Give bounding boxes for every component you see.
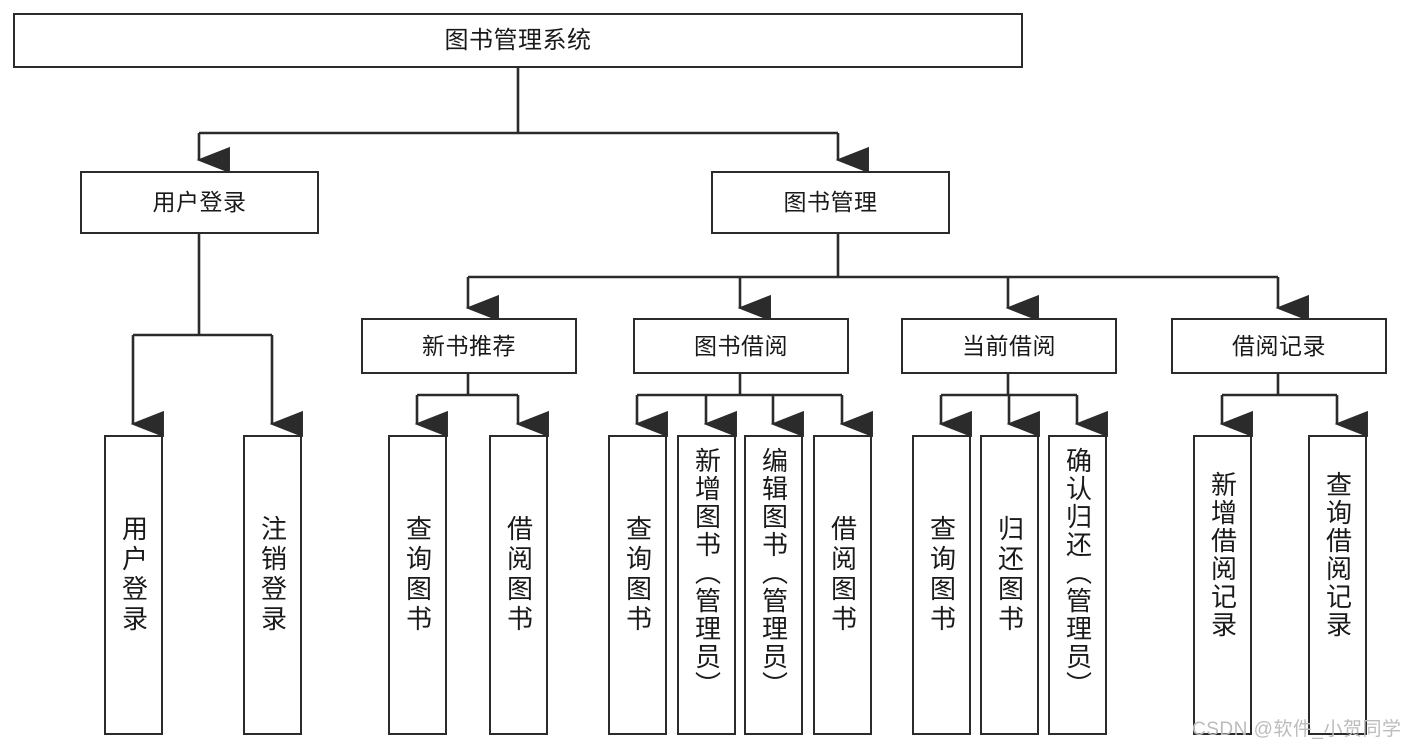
node-label: 编辑图书（管理员） bbox=[758, 447, 789, 699]
node-label: 当前借阅 bbox=[962, 332, 1056, 359]
leaf-borrow-edit-book-admin[interactable]: 编辑图书（管理员） bbox=[744, 435, 803, 735]
node-book-borrow[interactable]: 图书借阅 bbox=[633, 318, 849, 374]
node-new-book-recommend[interactable]: 新书推荐 bbox=[361, 318, 577, 374]
node-label: 用户登录 bbox=[152, 189, 247, 216]
leaf-borrow-borrow-book[interactable]: 借阅图书 bbox=[813, 435, 872, 735]
node-label: 查询图书 bbox=[402, 515, 433, 635]
node-label: 注销登录 bbox=[257, 515, 288, 635]
leaf-user-login-login[interactable]: 用户登录 bbox=[104, 435, 163, 735]
node-label: 新增借阅记录 bbox=[1207, 471, 1238, 639]
leaf-current-query-book[interactable]: 查询图书 bbox=[912, 435, 971, 735]
node-root-system[interactable]: 图书管理系统 bbox=[13, 13, 1023, 68]
node-book-management[interactable]: 图书管理 bbox=[711, 171, 950, 234]
leaf-recommend-query-book[interactable]: 查询图书 bbox=[388, 435, 447, 735]
leaf-user-login-logout[interactable]: 注销登录 bbox=[243, 435, 302, 735]
node-label: 借阅记录 bbox=[1232, 332, 1326, 359]
node-label: 确认归还（管理员） bbox=[1062, 447, 1093, 699]
leaf-record-query-record[interactable]: 查询借阅记录 bbox=[1308, 435, 1367, 735]
node-label: 图书管理 bbox=[783, 189, 878, 216]
node-label: 图书管理系统 bbox=[444, 26, 592, 54]
node-borrow-record[interactable]: 借阅记录 bbox=[1171, 318, 1387, 374]
node-label: 新书推荐 bbox=[422, 332, 516, 359]
node-label: 借阅图书 bbox=[503, 515, 534, 635]
node-label: 用户登录 bbox=[118, 515, 149, 635]
leaf-recommend-borrow-book[interactable]: 借阅图书 bbox=[489, 435, 548, 735]
watermark-text: CSDN @软件_小贺同学 bbox=[1192, 719, 1402, 740]
node-label: 查询借阅记录 bbox=[1322, 471, 1353, 639]
node-label: 查询图书 bbox=[622, 515, 653, 635]
node-user-login[interactable]: 用户登录 bbox=[80, 171, 319, 234]
leaf-borrow-add-book-admin[interactable]: 新增图书（管理员） bbox=[677, 435, 736, 735]
node-label: 归还图书 bbox=[994, 515, 1025, 635]
leaf-borrow-query-book[interactable]: 查询图书 bbox=[608, 435, 667, 735]
node-label: 查询图书 bbox=[926, 515, 957, 635]
node-label: 借阅图书 bbox=[827, 515, 858, 635]
node-label: 新增图书（管理员） bbox=[691, 447, 722, 699]
node-label: 图书借阅 bbox=[694, 332, 788, 359]
node-current-borrow[interactable]: 当前借阅 bbox=[901, 318, 1117, 374]
leaf-current-confirm-return-admin[interactable]: 确认归还（管理员） bbox=[1048, 435, 1107, 735]
leaf-current-return-book[interactable]: 归还图书 bbox=[980, 435, 1039, 735]
leaf-record-add-record[interactable]: 新增借阅记录 bbox=[1193, 435, 1252, 735]
